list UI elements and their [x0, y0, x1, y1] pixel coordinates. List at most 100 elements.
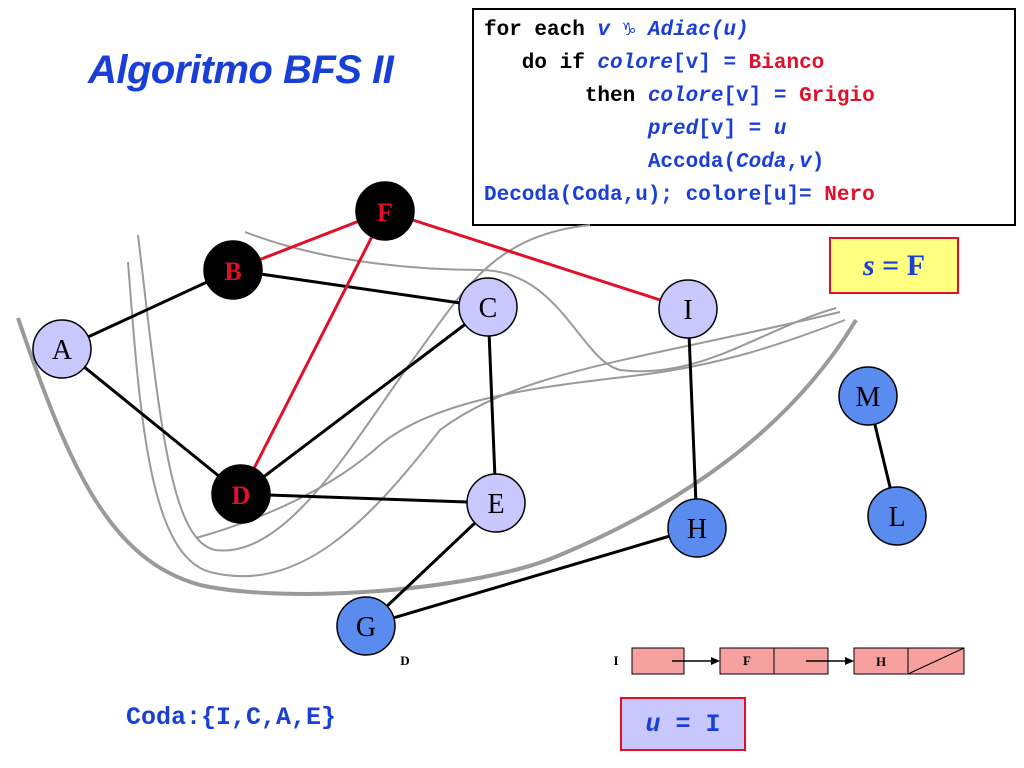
- code-line-6: Decoda(Coda,u); colore[u]= Nero: [484, 179, 1014, 212]
- edge-i-h: [686, 308, 699, 529]
- node-label-d: D: [232, 481, 251, 510]
- list-cell-label-1: F: [743, 653, 751, 668]
- node-g: G: [336, 596, 396, 656]
- code-symbol: ♑: [610, 19, 648, 42]
- current-node-eq: =: [660, 709, 706, 739]
- code-u: u: [773, 118, 787, 141]
- node-i: I: [658, 279, 718, 339]
- source-value: F: [906, 248, 926, 282]
- node-circle-g: [336, 596, 396, 656]
- node-circle-b: [203, 240, 263, 300]
- edge-d-c: [240, 305, 489, 496]
- code-close: ): [811, 151, 825, 174]
- list-cell-label-2: H: [876, 654, 886, 669]
- code-v-index: [v]: [698, 118, 737, 141]
- node-label-l: L: [888, 502, 905, 533]
- node-f: F: [355, 181, 415, 241]
- node-label-a: A: [52, 335, 73, 366]
- code-then: then: [484, 85, 648, 108]
- node-label-b: B: [224, 257, 241, 286]
- edge-f-d: [239, 210, 387, 495]
- node-label-c: C: [479, 293, 498, 324]
- node-label-i: I: [683, 295, 692, 326]
- code-line-3: then colore[v] = Grigio: [484, 80, 1014, 113]
- node-l: L: [867, 486, 927, 546]
- node-circle-i: [658, 279, 718, 339]
- edge-h-g: [365, 526, 698, 628]
- code-for-each: for each: [484, 19, 598, 42]
- node-label-m: M: [856, 382, 881, 413]
- code-accoda: Accoda(: [647, 151, 737, 174]
- code-v-index: [v]: [673, 52, 711, 75]
- list-node-1-value: [719, 647, 775, 675]
- code-do-if: do if: [484, 52, 598, 75]
- queue-linked-list: I F H: [613, 647, 965, 675]
- edge-a-b: [61, 268, 234, 351]
- edge-b-c: [232, 268, 489, 309]
- list-null-slash: [907, 647, 965, 675]
- node-h: H: [667, 498, 727, 558]
- code-colore: colore: [647, 85, 724, 108]
- node-circle-c: [458, 277, 518, 337]
- node-d-annotation: D: [400, 653, 409, 668]
- pseudocode-box: for each v ♑ Adiac(u) do if colore[v] = …: [472, 8, 1016, 226]
- edge-e-g: [364, 501, 498, 628]
- frontier-curve-outer: [16, 317, 858, 596]
- code-bianco: Bianco: [748, 52, 825, 75]
- node-label-e: E: [487, 489, 504, 520]
- code-pred: pred: [647, 118, 699, 141]
- code-var-v: v: [597, 19, 611, 42]
- code-adiac: Adiac(u): [647, 19, 749, 42]
- code-line-2: do if colore[v] = Bianco: [484, 47, 1014, 80]
- node-e: E: [466, 473, 526, 533]
- node-circle-e: [466, 473, 526, 533]
- node-label-g: G: [356, 612, 376, 643]
- source-box: s = F: [829, 237, 959, 294]
- code-var-v: v: [799, 151, 812, 174]
- node-circle-m: [838, 366, 898, 426]
- node-circle-l: [867, 486, 927, 546]
- edge-a-d: [61, 347, 242, 496]
- slide-title: Algoritmo BFS II: [88, 48, 394, 92]
- edge-c-e: [486, 306, 498, 504]
- node-circle-a: [32, 319, 92, 379]
- code-eq: =: [761, 85, 800, 108]
- node-circle-d: [211, 464, 271, 524]
- frontier-curve-2: [127, 261, 841, 578]
- frontier-curves: [16, 224, 858, 596]
- code-line-4: pred[v] = u: [484, 113, 1014, 146]
- current-node-var: u: [645, 709, 661, 739]
- node-b: B: [203, 240, 263, 300]
- list-head-label: I: [613, 653, 618, 668]
- code-v-index: [v]: [723, 85, 762, 108]
- code-colore: colore: [597, 52, 674, 75]
- code-eq: =: [736, 118, 774, 141]
- edge-f-i: [384, 209, 689, 311]
- frontier-curve-3: [137, 224, 591, 552]
- code-grigio: Grigio: [799, 85, 875, 108]
- code-coda: Coda: [736, 151, 787, 174]
- node-circle-h: [667, 498, 727, 558]
- frontier-curve-4: [244, 231, 837, 373]
- code-comma: ,: [786, 151, 800, 174]
- list-node-2-value: [853, 647, 909, 675]
- node-circle-f: [355, 181, 415, 241]
- current-node-box: u = I: [620, 697, 746, 751]
- current-node-value: I: [705, 709, 721, 739]
- code-decoda: Decoda(Coda,u); colore[u]=: [484, 184, 825, 207]
- node-a: A: [32, 319, 92, 379]
- graph-edges: [61, 209, 899, 628]
- queue-content-label: Coda:{I,C,A,E}: [126, 703, 337, 732]
- graph-nodes: A B F C I D E H G M L: [32, 181, 927, 656]
- list-arrowhead-2: [845, 657, 854, 665]
- code-line-1: for each v ♑ Adiac(u): [484, 14, 1014, 47]
- node-label-f: F: [377, 198, 393, 227]
- node-label-h: H: [687, 514, 707, 545]
- code-eq: =: [710, 52, 749, 75]
- frontier-curve-5: [195, 319, 846, 539]
- node-c: C: [458, 277, 518, 337]
- node-d: D: [211, 464, 271, 524]
- code-line-5: Accoda(Coda,v): [484, 146, 1014, 179]
